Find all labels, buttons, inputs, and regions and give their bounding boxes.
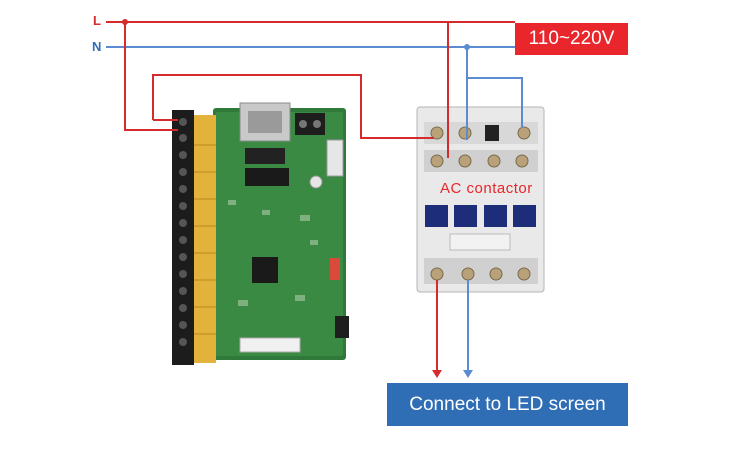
led-screen-label: Connect to LED screen <box>387 383 628 426</box>
live-junction <box>122 19 128 25</box>
chip-cpu <box>252 257 278 283</box>
contactor-nameplate <box>449 233 511 251</box>
terminal-screws <box>179 118 187 346</box>
ethernet-socket <box>248 111 282 133</box>
neutral-wires <box>106 46 523 372</box>
side-connector <box>326 139 344 177</box>
audio-jack <box>335 316 349 338</box>
control-board <box>172 102 349 365</box>
capacitor <box>309 175 323 189</box>
mid-terminal-row <box>424 150 538 172</box>
live-label: L <box>93 13 101 28</box>
ac-contactor <box>416 106 545 293</box>
contactor-window-2 <box>454 205 477 227</box>
top-terminal-row <box>424 122 538 144</box>
neutral-output-arrow <box>463 370 473 378</box>
neutral-label: N <box>92 39 102 54</box>
pcb-components <box>228 200 318 306</box>
live-to-board <box>124 22 178 131</box>
live-wires <box>106 21 515 372</box>
relay-strip <box>194 115 216 363</box>
voltage-label: 110~220V <box>515 23 628 55</box>
contactor-label: AC contactor <box>440 180 533 197</box>
board-to-coil <box>152 74 434 139</box>
contactor-window-4 <box>513 205 536 227</box>
relay-dividers <box>194 144 216 335</box>
chip-connector <box>245 148 285 164</box>
power-terminal <box>295 113 325 135</box>
contactor-window-3 <box>484 205 507 227</box>
dip-switch <box>330 258 340 280</box>
contactor-window-1 <box>425 205 448 227</box>
neutral-to-coil <box>466 47 523 128</box>
neutral-junction <box>464 44 470 50</box>
live-output-arrow <box>432 370 442 378</box>
bottom-connector <box>239 337 301 353</box>
chip-main <box>245 168 289 186</box>
